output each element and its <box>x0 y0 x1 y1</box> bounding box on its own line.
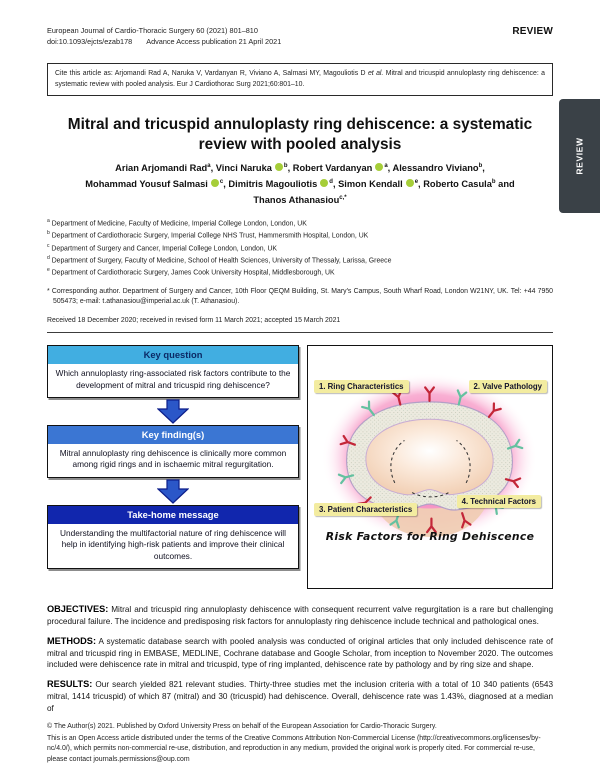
author: Thanos Athanasiouc,* <box>253 194 347 205</box>
author: Roberto Casulab and <box>423 178 515 189</box>
copyright-footer: © The Author(s) 2021. Published by Oxfor… <box>47 722 553 765</box>
take-home-header: Take-home message <box>48 505 298 524</box>
label-valve-pathology: 2. Valve Pathology <box>468 380 547 394</box>
illustration-caption: Risk Factors for Ring Dehiscence <box>325 530 535 544</box>
review-side-tab: REVIEW <box>559 99 600 213</box>
key-question-box: Key question Which annuloplasty ring-ass… <box>47 345 299 398</box>
journal-header: European Journal of Cardio-Thoracic Surg… <box>47 26 553 48</box>
label-ring-characteristics: 1. Ring Characteristics <box>314 380 409 394</box>
key-finding-body: Mitral annuloplasty ring dehiscence is c… <box>59 447 287 470</box>
abstract-methods: METHODS: A systematic database search wi… <box>47 635 553 670</box>
take-home-body: Understanding the multifactorial nature … <box>60 527 286 561</box>
orcid-icon[interactable] <box>320 178 329 187</box>
journal-line: European Journal of Cardio-Thoracic Surg… <box>47 26 258 35</box>
abstract-methods-heading: METHODS: <box>47 635 96 646</box>
citation-text-2: Mitral and tricuspid annuloplasty ring d… <box>55 69 545 88</box>
citation-box: Cite this article as: Arjomandi Rad A, N… <box>47 62 553 97</box>
label-technical-factors: 4. Technical Factors <box>456 495 541 509</box>
abstract-results: RESULTS: Our search yielded 821 relevant… <box>47 679 553 713</box>
divider-rule <box>47 332 553 334</box>
key-finding-box: Key finding(s) Mitral annuloplasty ring … <box>47 424 299 478</box>
citation-etal: et al. <box>367 69 384 77</box>
journal-meta: European Journal of Cardio-Thoracic Surg… <box>47 26 281 48</box>
down-arrow-icon <box>157 479 189 504</box>
orcid-icon[interactable] <box>210 178 219 187</box>
doi-text: doi:10.1093/ejcts/ezab178 <box>47 36 133 46</box>
key-question-body: Which annuloplasty ring-associated risk … <box>55 368 291 390</box>
key-points-column: Key question Which annuloplasty ring-ass… <box>47 345 299 589</box>
label-patient-characteristics: 3. Patient Characteristics <box>314 503 418 517</box>
page-title: Mitral and tricuspid annuloplasty ring d… <box>67 116 533 153</box>
citation-text-1: Cite this article as: Arjomandi Rad A, N… <box>55 69 368 77</box>
abstract-results-heading: RESULTS: <box>47 679 93 690</box>
abstract-objectives-heading: OBJECTIVES: <box>47 604 109 615</box>
key-question-header: Key question <box>48 346 298 365</box>
orcid-icon[interactable] <box>375 162 384 171</box>
received-dates: Received 18 December 2020; received in r… <box>47 317 341 325</box>
affiliation: a Department of Medicine, Faculty of Med… <box>47 217 307 228</box>
corresponding-author-note: * Corresponding author. Department of Su… <box>47 287 553 306</box>
author: Arian Arjomandi Rada, <box>115 162 216 173</box>
affiliation: c Department of Surgery and Cancer, Impe… <box>47 242 278 252</box>
graphical-abstract: Key question Which annuloplasty ring-ass… <box>47 345 553 590</box>
orcid-icon[interactable] <box>274 162 283 171</box>
orcid-icon[interactable] <box>405 178 414 187</box>
abstract-section: OBJECTIVES: Mitral and tricuspid ring an… <box>47 603 553 714</box>
author: Alessandro Vivianob, <box>392 162 485 173</box>
article-type-label: REVIEW <box>512 26 553 37</box>
doi-line: doi:10.1093/ejcts/ezab178 Advance Access … <box>47 37 281 48</box>
affiliation: d Department of Surgery, Faculty of Medi… <box>47 254 392 265</box>
copyright-line: © The Author(s) 2021. Published by Oxfor… <box>47 723 437 731</box>
down-arrow-icon <box>157 399 189 424</box>
advance-access-text: Advance Access publication 21 April 2021 <box>146 36 282 46</box>
take-home-box: Take-home message Understanding the mult… <box>47 504 299 570</box>
affiliations: a Department of Medicine, Faculty of Med… <box>47 217 553 279</box>
license-line: This is an Open Access article distribut… <box>47 734 541 763</box>
affiliation: b Department of Cardiothoracic Surgery, … <box>47 230 369 240</box>
key-finding-header: Key finding(s) <box>48 425 298 444</box>
affiliation: e Department of Cardiothoracic Surgery, … <box>47 267 335 277</box>
abstract-objectives: OBJECTIVES: Mitral and tricuspid ring an… <box>47 604 553 627</box>
ring-illustration-panel: 1. Ring Characteristics 2. Valve Patholo… <box>307 345 553 590</box>
review-side-tab-label: REVIEW <box>574 137 585 175</box>
